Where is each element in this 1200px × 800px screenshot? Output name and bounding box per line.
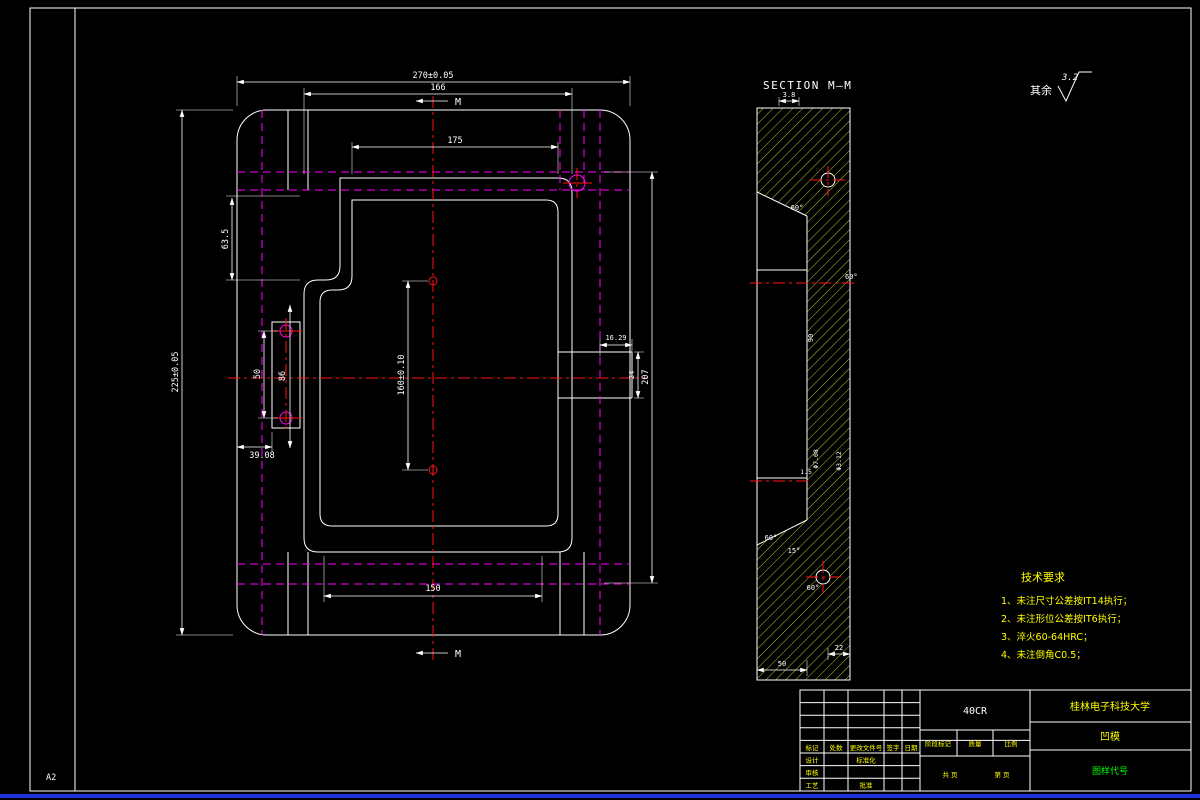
dim-bottom-width: 150 <box>425 584 440 594</box>
pocket-outline <box>319 199 559 527</box>
titleblock-label-change-doc: 更改文件号 <box>850 743 883 752</box>
section-hatch <box>757 108 850 680</box>
dim-overall-height: 225±0.05 <box>171 352 181 393</box>
dim-inner-width: 166 <box>430 83 445 93</box>
dim-notch-width: 16.29 <box>605 334 626 342</box>
bottom-edge-bar <box>0 794 1200 798</box>
titleblock-label-sheet-no: 第 页 <box>994 770 1010 779</box>
center-point-bottom <box>428 465 438 475</box>
titleblock-material: 40CR <box>963 706 988 717</box>
dim-angle-draft: 15° <box>788 547 801 555</box>
section-mark-bottom: M <box>455 649 461 660</box>
section-center-lines <box>750 166 858 593</box>
dim-hole-spacing: 50 <box>253 369 263 379</box>
titleblock-label-weight: 质量 <box>969 739 983 748</box>
surface-finish-note: 其余 3.2 <box>1030 71 1092 103</box>
dim-notch-height: 24 <box>628 371 636 379</box>
center-point-top <box>428 276 438 286</box>
dim-right-height: 207 <box>641 369 651 384</box>
titleblock-label-stage: 阶段标记 <box>925 739 952 748</box>
titleblock-label-process: 工艺 <box>806 782 820 790</box>
roughness-value: 3.2 <box>1061 73 1078 83</box>
dim-slot-offset: 39.08 <box>249 451 275 461</box>
dim-depth: 90 <box>807 334 815 342</box>
dim-base-width: 50 <box>778 660 786 668</box>
dim-base-step: 22 <box>835 644 843 652</box>
dim-top-width: 175 <box>447 136 462 146</box>
boss-outline <box>303 177 573 553</box>
titleblock-part-name: 凹模 <box>1100 731 1120 743</box>
dim-center-span: 160±0.10 <box>397 355 407 396</box>
center-lines <box>228 96 648 660</box>
section-outline <box>756 107 851 681</box>
title-block: 标记 处数 更改文件号 签字 日期 设计 标准化 审核 工艺 批准 40CR 阶… <box>799 689 1192 792</box>
finish-prefix-label: 其余 <box>1030 83 1052 97</box>
titleblock-drawing-no: 图样代号 <box>1092 765 1128 777</box>
titleblock-label-standardize: 标准化 <box>856 756 876 765</box>
right-notch <box>558 351 633 399</box>
dim-wall-thickness: 3.8 <box>783 91 796 99</box>
titleblock-label-check: 审核 <box>806 768 820 777</box>
titleblock-label-mark: 标记 <box>806 743 820 752</box>
titleblock-label-approve: 批准 <box>860 781 874 790</box>
dim-angle-mid: 60° <box>845 273 858 281</box>
section-mark-top: M <box>455 97 461 108</box>
dim-angle-top: 60° <box>791 204 804 212</box>
section-view-title: SECTION M—M <box>763 79 852 92</box>
dim-overall-width: 270±0.05 <box>413 71 454 81</box>
drawing-frame: A2 <box>29 7 1192 792</box>
corner-keyways <box>287 110 585 635</box>
plan-view: M M 270±0.05 166 175 225±0.05 63.5 86 50… <box>171 71 658 660</box>
tech-req-item-2: 2、未注形位公差按IT6执行； <box>1001 613 1126 625</box>
tech-req-title: 技术要求 <box>1021 571 1065 584</box>
titleblock-institution: 桂林电子科技大学 <box>1070 700 1150 713</box>
titleblock-label-sign: 签字 <box>887 743 901 752</box>
dim-step-height: 63.5 <box>221 229 231 249</box>
dim-angle-bottom: 60° <box>807 584 820 592</box>
dim-dia-small: Φ3.12 <box>835 451 843 471</box>
dim-step-small: 1.5 <box>800 468 812 476</box>
titleblock-label-scale: 比例 <box>1005 739 1018 748</box>
sheet-format-label: A2 <box>46 773 56 783</box>
section-extension-lines <box>778 97 851 676</box>
tech-requirements: 技术要求 1、未注尺寸公差按IT14执行； 2、未注形位公差按IT6执行； 3、… <box>1001 571 1132 661</box>
tech-req-item-1: 1、未注尺寸公差按IT14执行； <box>1001 595 1132 607</box>
titleblock-label-design: 设计 <box>806 756 820 765</box>
titleblock-label-date: 日期 <box>905 744 919 752</box>
tech-req-item-4: 4、未注倒角C0.5； <box>1001 649 1086 661</box>
dim-angle-low: 60° <box>765 534 778 542</box>
dim-slot-span: 86 <box>278 371 288 381</box>
extension-lines <box>176 76 658 636</box>
tech-req-item-3: 3、淬火60-64HRC； <box>1001 631 1093 643</box>
roughness-symbol-icon <box>1057 71 1092 103</box>
title-block-grid <box>799 689 1192 792</box>
section-view: SECTION M—M 3.8 60° 60° 90 Φ7.08 Φ3.12 1… <box>750 79 858 681</box>
titleblock-label-count: 处数 <box>830 743 844 752</box>
dim-dia-large: Φ7.08 <box>812 449 820 469</box>
titleblock-label-sheet-total: 共 页 <box>942 770 958 779</box>
